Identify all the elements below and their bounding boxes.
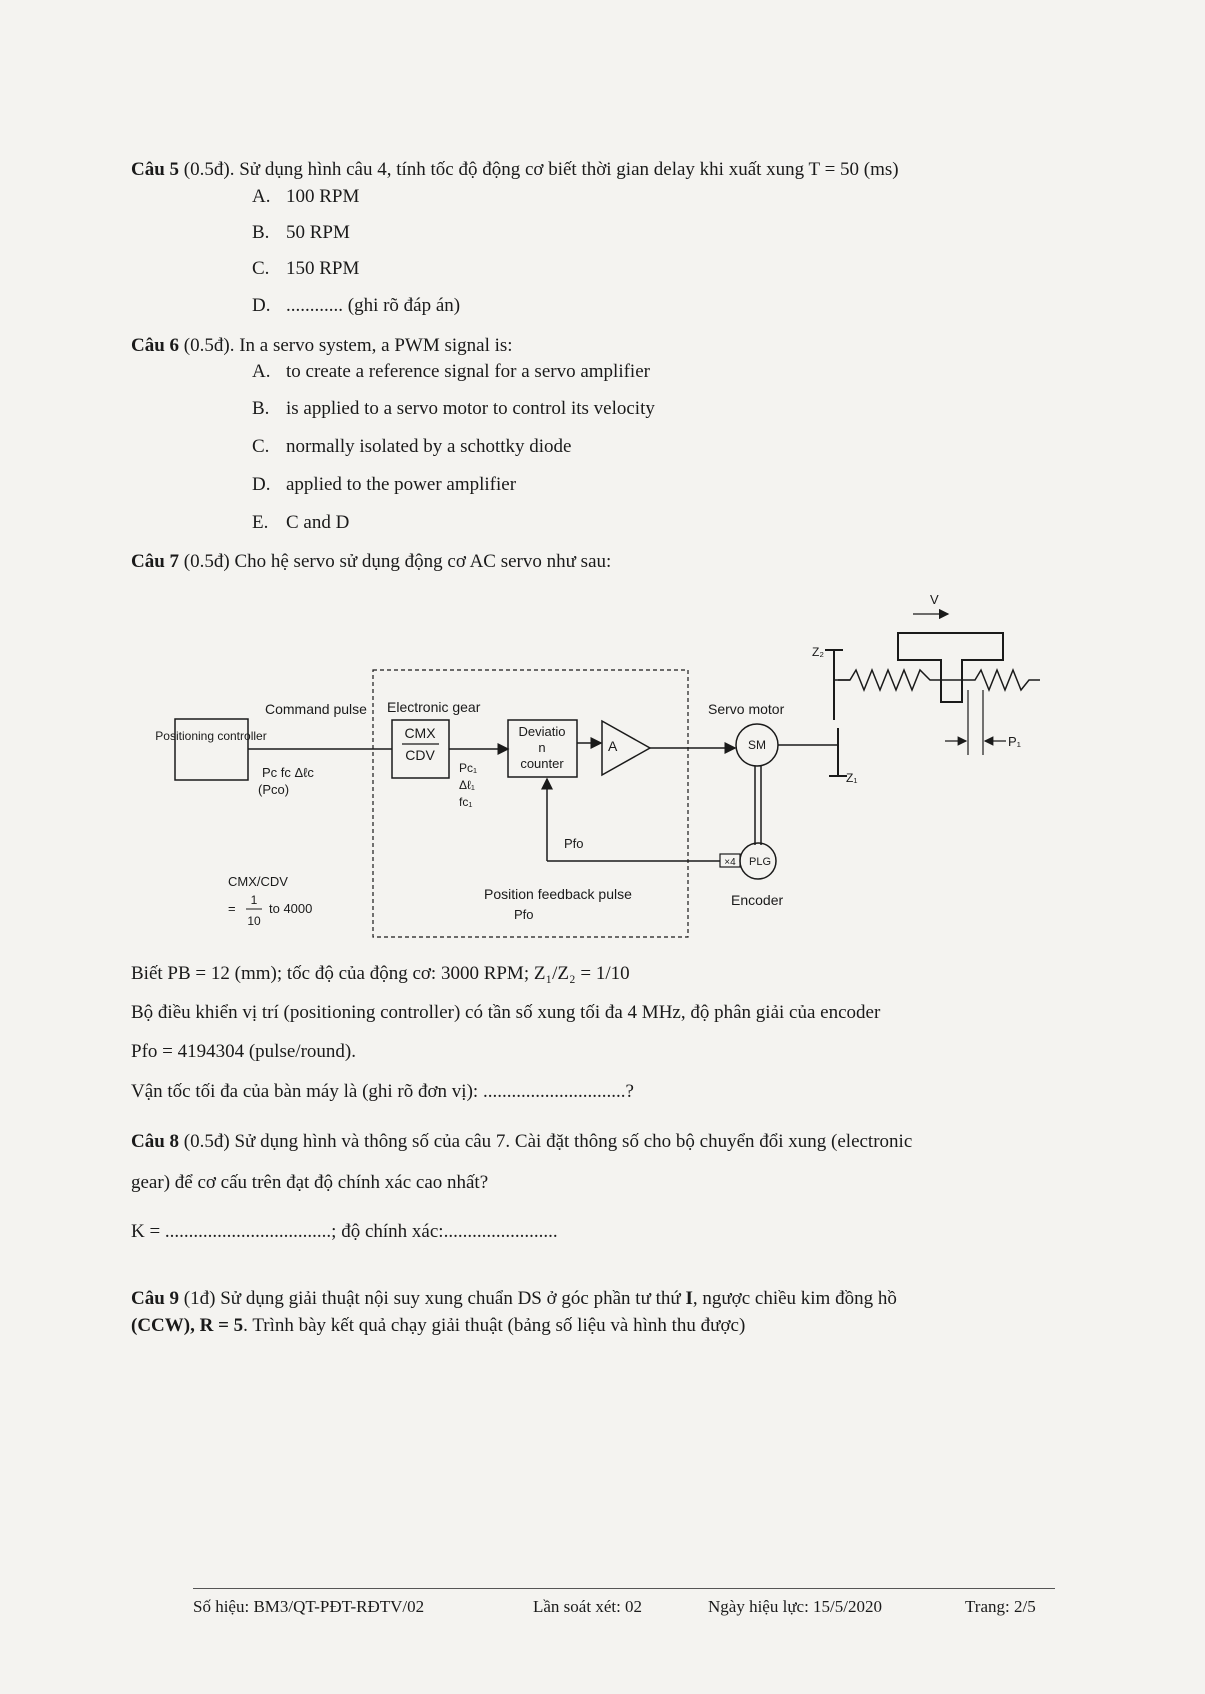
z-bottom-label: Z₁ bbox=[846, 771, 857, 785]
pc1-label: Pc₁ bbox=[459, 761, 477, 775]
question-5: Câu 5 (0.5đ). Sử dụng hình câu 4, tính t… bbox=[131, 158, 899, 182]
z-top-label: Z₂ bbox=[812, 645, 824, 659]
footer-effective-date: Ngày hiệu lực: 15/5/2020 bbox=[708, 1597, 882, 1616]
q7-line-3: Pfo = 4194304 (pulse/round). bbox=[131, 1041, 356, 1062]
question-7-text: (0.5đ) Cho hệ servo sử dụng động cơ AC s… bbox=[179, 551, 612, 572]
deviation-counter-box bbox=[507, 719, 578, 778]
cmx-cdv-range-label: CMX/CDV bbox=[228, 874, 288, 889]
lead-screw bbox=[838, 667, 1040, 693]
deviation-counter-label-2: n bbox=[538, 740, 545, 755]
question-6: Câu 6 (0.5đ). In a servo system, a PWM s… bbox=[131, 334, 513, 358]
deviation-counter-label-1: Deviatio bbox=[519, 724, 566, 739]
footer-page: Trang: 2/5 bbox=[965, 1597, 1036, 1616]
q5-option-c: C.150 RPM bbox=[252, 258, 360, 279]
p1-label: P₁ bbox=[1008, 734, 1022, 749]
command-pulse-label: Command pulse bbox=[265, 701, 367, 717]
servo-motor-label: Servo motor bbox=[708, 701, 785, 717]
pco-label: (Pco) bbox=[258, 782, 289, 797]
footer-code: Số hiệu: BM3/QT-PĐT-RĐTV/02 bbox=[193, 1597, 425, 1616]
ratio-eq: = bbox=[228, 901, 236, 916]
question-5-text: (0.5đ). Sử dụng hình câu 4, tính tốc độ … bbox=[179, 159, 899, 180]
fc1-label: fc₁ bbox=[459, 795, 472, 809]
servo-motor-sm-label: SM bbox=[748, 738, 766, 752]
cdv-label: CDV bbox=[405, 747, 435, 763]
amplifier-triangle bbox=[601, 719, 652, 777]
pfo-label: Pfo bbox=[564, 836, 584, 851]
question-8-text-2: gear) để cơ cấu trên đạt độ chính xác ca… bbox=[131, 1172, 489, 1193]
q8-answer-line: K = ...................................;… bbox=[131, 1221, 558, 1242]
servo-system-diagram: Positioning controller Command pulse Pc … bbox=[155, 592, 1040, 938]
q6-option-e: E.C and D bbox=[252, 512, 350, 533]
electronic-gear-frame bbox=[372, 669, 689, 938]
table-top bbox=[897, 632, 1004, 703]
q6-option-a: A.to create a reference signal for a ser… bbox=[252, 361, 650, 382]
x4-label: ×4 bbox=[724, 857, 736, 868]
question-9-text-2: (CCW), R = 5. Trình bày kết quả chạy giả… bbox=[131, 1315, 746, 1336]
amplifier-label: A bbox=[608, 738, 618, 754]
encoder-label: Encoder bbox=[731, 892, 783, 908]
question-8-number: Câu 8 bbox=[131, 1131, 180, 1152]
q5-option-a: A.100 RPM bbox=[252, 186, 360, 207]
question-6-number: Câu 6 bbox=[131, 335, 180, 356]
question-9-number: Câu 9 bbox=[131, 1288, 180, 1309]
dl1-label: Δℓ₁ bbox=[459, 778, 475, 792]
footer-revision: Lần soát xét: 02 bbox=[533, 1597, 643, 1616]
question-7: Câu 7 (0.5đ) Cho hệ servo sử dụng động c… bbox=[131, 550, 611, 574]
question-6-text: (0.5đ). In a servo system, a PWM signal … bbox=[179, 335, 513, 356]
q7-given: Biết PB = 12 (mm); tốc độ của động cơ: 3… bbox=[131, 963, 630, 984]
electronic-gear-label: Electronic gear bbox=[387, 699, 481, 715]
encoder-plg-label: PLG bbox=[749, 856, 771, 868]
pc-vars-label: Pc fc Δℓc bbox=[262, 765, 314, 780]
deviation-counter-label-3: counter bbox=[520, 756, 564, 771]
q5-option-d: D............. (ghi rõ đáp án) bbox=[252, 295, 461, 316]
question-5-number: Câu 5 bbox=[131, 159, 180, 180]
position-feedback-label: Position feedback pulse bbox=[484, 886, 632, 902]
q6-option-c: C.normally isolated by a schottky diode bbox=[252, 436, 572, 457]
q6-option-d: D.applied to the power amplifier bbox=[252, 474, 517, 495]
positioning-controller-label-1: Positioning controller bbox=[155, 729, 266, 743]
q5-option-b: B.50 RPM bbox=[252, 222, 350, 243]
ratio-num: 1 bbox=[251, 893, 258, 907]
question-8: Câu 8 (0.5đ) Sử dụng hình và thông số củ… bbox=[131, 1130, 912, 1154]
ratio-den: 10 bbox=[247, 914, 261, 928]
q7-answer-line: Vận tốc tối đa của bàn máy là (ghi rõ đơ… bbox=[131, 1081, 634, 1102]
v-label: V bbox=[930, 592, 939, 607]
q6-option-b: B.is applied to a servo motor to control… bbox=[252, 398, 655, 419]
question-8-text-1: (0.5đ) Sử dụng hình và thông số của câu … bbox=[179, 1131, 913, 1152]
ratio-to: to 4000 bbox=[269, 901, 312, 916]
footer-rule bbox=[193, 1588, 1055, 1589]
question-9: Câu 9 (1đ) Sử dụng giải thuật nội suy xu… bbox=[131, 1288, 897, 1309]
pfo2-label: Pfo bbox=[514, 907, 534, 922]
question-7-number: Câu 7 bbox=[131, 551, 180, 572]
q7-line-2: Bộ điều khiển vị trí (positioning contro… bbox=[131, 1002, 881, 1023]
cmx-label: CMX bbox=[404, 725, 436, 741]
